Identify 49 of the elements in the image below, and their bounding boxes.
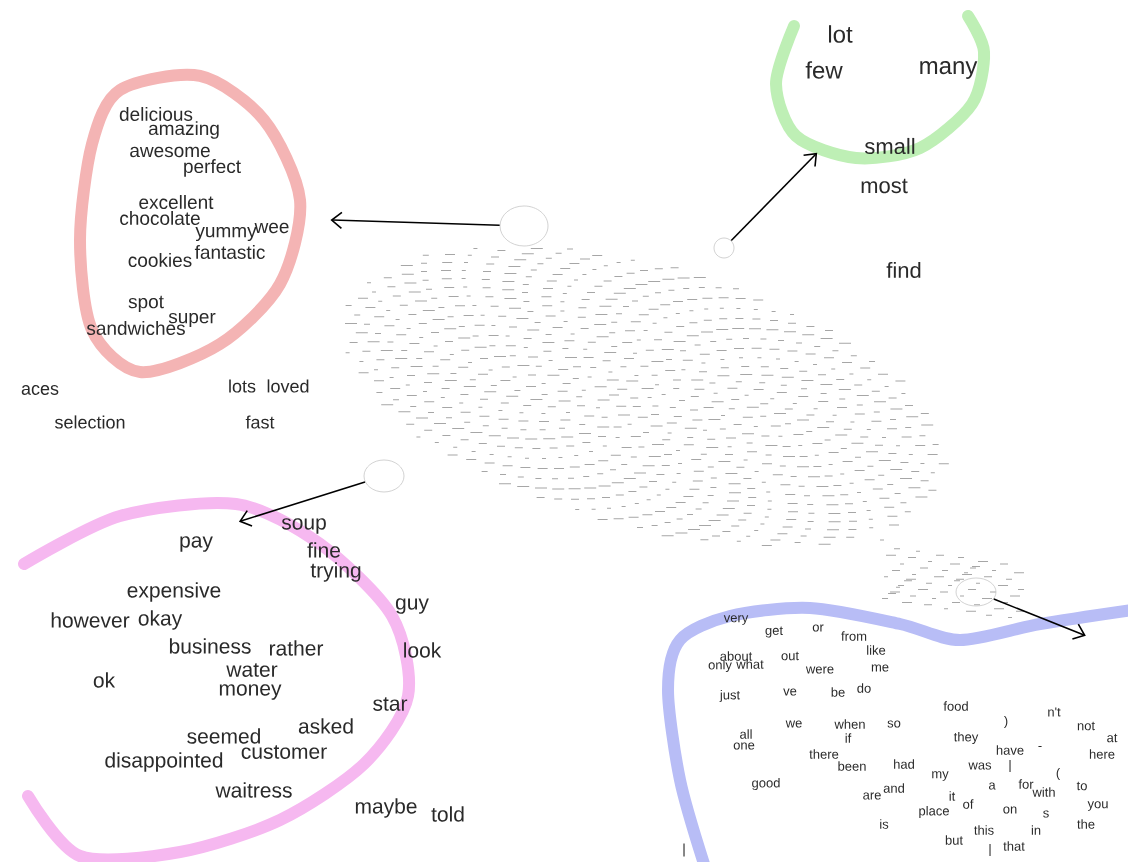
word: amazing: [148, 121, 219, 139]
word: fantastic: [194, 245, 265, 259]
word: find: [886, 261, 921, 279]
word: disappointed: [105, 752, 223, 772]
word: loved: [267, 379, 309, 393]
word: business: [169, 638, 251, 654]
arrow: [993, 598, 1086, 640]
word: wee: [254, 222, 289, 234]
arrow: [730, 152, 818, 242]
word: asked: [298, 718, 353, 734]
word: maybe: [355, 798, 417, 818]
word: excellent: [139, 195, 214, 209]
word: guy: [395, 598, 429, 614]
word: customer: [241, 745, 327, 759]
word: money: [219, 684, 282, 700]
word: pay: [180, 536, 213, 552]
cluster-marker: [713, 237, 735, 259]
cluster-marker: [499, 205, 549, 247]
word: ok: [93, 672, 116, 688]
cluster-marker: [363, 459, 405, 493]
word: many: [920, 61, 978, 79]
word: perfect: [184, 159, 241, 177]
word: few: [805, 61, 843, 79]
word: selection: [55, 415, 125, 429]
word: however: [51, 612, 130, 628]
word: chocolate: [120, 211, 200, 225]
arrow: [238, 481, 366, 527]
word: seemed: [187, 728, 260, 744]
word: fast: [245, 415, 275, 429]
word: rather: [269, 640, 324, 656]
word: waitress: [215, 782, 292, 798]
word: delicious: [119, 107, 193, 121]
cluster-marker: [955, 577, 997, 607]
word: soup: [281, 518, 326, 534]
word: look: [404, 642, 442, 658]
word: lot: [828, 25, 853, 43]
word: aces: [21, 385, 59, 395]
word: cookies: [128, 253, 192, 267]
word: water: [226, 663, 278, 677]
word: awesome: [130, 146, 210, 158]
word: okay: [138, 610, 183, 630]
word: trying: [310, 562, 361, 582]
word: star: [373, 697, 408, 711]
arrow: [330, 211, 501, 230]
word: expensive: [127, 582, 221, 602]
word: yummy: [195, 226, 257, 242]
word: fine: [307, 542, 340, 558]
word: spot: [128, 295, 164, 313]
word: small: [864, 137, 915, 155]
